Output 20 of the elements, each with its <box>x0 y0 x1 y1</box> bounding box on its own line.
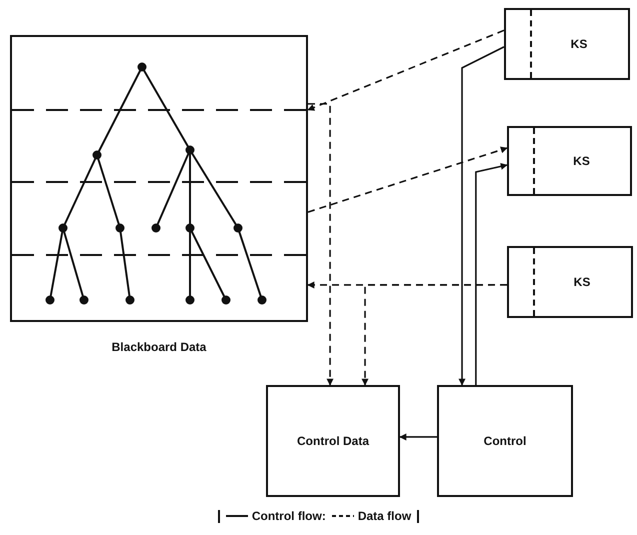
arrow <box>308 103 334 386</box>
box-label: Control Data <box>297 432 369 450</box>
box-label: KS <box>572 275 592 289</box>
arrow <box>307 30 504 111</box>
blackboard-caption: Blackboard Data <box>110 340 208 354</box>
arrow <box>475 162 508 385</box>
knowledge-source-box <box>507 246 633 318</box>
knowledge-source-box <box>504 8 630 80</box>
process-box <box>437 385 573 497</box>
legend-text: Data flow <box>358 509 412 523</box>
arrow <box>399 433 437 440</box>
box-label: Control <box>484 432 526 450</box>
legend-text: Control flow: <box>252 509 326 523</box>
box-label: KS <box>572 154 591 168</box>
process-box <box>266 385 400 497</box>
knowledge-source-box <box>507 126 632 196</box>
arrow <box>458 46 504 386</box>
arrow <box>362 284 507 386</box>
box-label: KS <box>570 37 588 51</box>
arrow <box>308 146 508 213</box>
